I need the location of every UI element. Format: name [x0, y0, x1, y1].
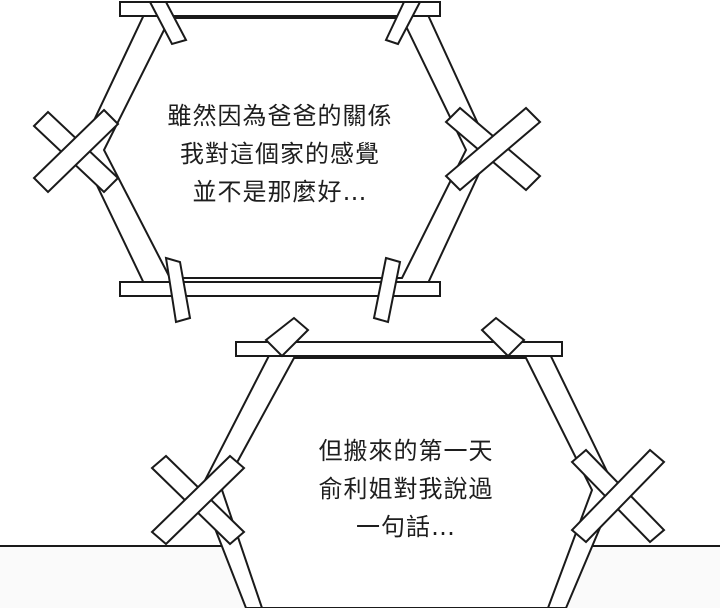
bubble-2-left-cross	[150, 454, 246, 546]
bubble-1-strut-top-left	[148, 1, 188, 46]
bubble-1-top-bar	[119, 1, 441, 17]
bubble-2-line-3: 一句話…	[356, 513, 456, 541]
bubble-2-top-bar	[235, 341, 563, 357]
bubble-1-strut-bottom-left	[164, 256, 192, 324]
bubble-2-line-2: 俞利姐對我說過	[318, 475, 494, 503]
bubble-1-line-2: 我對這個家的感覺	[180, 140, 380, 168]
bubble-2-line-1: 但搬來的第一天	[318, 437, 494, 465]
bubble-1-bottom-bar	[119, 281, 441, 297]
bubble-2-right-cross	[570, 448, 666, 544]
bubble-1-strut-bottom-right	[372, 256, 402, 324]
speech-bubble-1	[32, 0, 542, 324]
speech-bubble-1-text: 雖然因為爸爸的關係 我對這個家的感覺 並不是那麼好…	[120, 97, 440, 211]
bubble-1-line-1: 雖然因為爸爸的關係	[167, 102, 393, 130]
bubble-2-strut-top-left	[264, 316, 310, 358]
bubble-1-left-cross	[32, 108, 120, 194]
bubble-2-strut-top-right	[480, 316, 526, 358]
bubble-1-line-3: 並不是那麼好…	[192, 178, 368, 206]
bubble-1-right-cross	[444, 106, 542, 192]
speech-bubble-2-text: 但搬來的第一天 俞利姐對我說過 一句話…	[246, 432, 566, 546]
speech-bubble-2	[150, 316, 666, 608]
bubble-1-strut-top-right	[384, 0, 422, 46]
